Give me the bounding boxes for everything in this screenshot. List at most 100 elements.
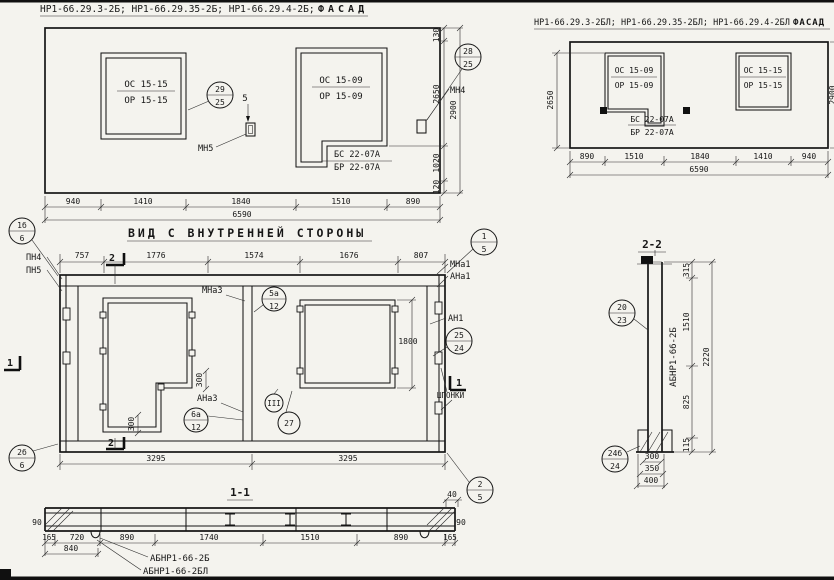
dim-label: 1800 [398,337,417,346]
dim-label: 3295 [146,454,165,463]
dim-label: 1410 [753,152,772,161]
inner-view-title: ВИД С ВНУТРЕННЕЙ СТОРОНЫ [128,225,366,240]
ana1-label: АНа1 [450,272,470,282]
balcony-marks: БС 22-07А БР 22-07А [628,115,676,137]
mna1-label: МНа1 [450,260,470,270]
section-2-2-right-dims: 315 1510 2220 825 115 [664,258,716,456]
dim-label: 940 [66,197,81,206]
callout-5a-12: 5а 12 [253,286,287,313]
facade-right-side-dims: 2650 2900 [546,41,834,152]
callout-number: 1 [482,232,487,241]
door-window-opening [102,297,193,433]
anchor-mn4: МН4 [416,86,465,134]
callout-24b-24: 24б 24 [601,445,641,473]
panel-outline [569,41,829,149]
dim-label: 1740 [199,533,218,542]
callout-2b-6: 2б 6 [8,443,59,472]
dim-label: 350 [645,464,660,473]
dim-label: 400 [644,476,659,485]
dim-label: 890 [120,533,135,542]
dim-label: 1840 [690,152,709,161]
dim-40: 40 [442,490,462,507]
dim-label: 807 [414,251,429,260]
dim-1800: 1800 [397,296,418,392]
panel-outline [59,274,446,453]
dim-total-label: 2900 [828,85,834,104]
dim-total-label: 2900 [449,100,458,119]
callout-25-24: 25 24 [432,327,473,357]
dim-total-label: 6590 [689,165,708,174]
panel-mark-vertical: АБНР1-66-2Б [669,327,679,387]
anchor-mark [683,107,690,114]
facade-left-bottom-dims: 940 1410 1840 1510 890 6590 [41,196,444,224]
callout-number: 12 [191,423,201,432]
callout-number: 25 [463,60,473,69]
callout-28-25: 28 25 [426,43,482,121]
callout-number: 24 [454,344,464,353]
balcony-mark: БР 22-07А [334,163,380,173]
dim-label: 3295 [338,454,357,463]
dim-label: 1510 [682,312,691,331]
pn5-label: ПН5 [26,266,41,276]
mna3-label: МНа3 [202,286,222,296]
dim-label: 120 [432,180,441,195]
center-mullion [242,286,253,441]
dim-label: 1840 [231,197,250,206]
balcony-mark: БС 22-07А [630,115,674,124]
callout-number: III [267,399,281,408]
facade-right-bottom-dims: 890 1510 1840 1410 940 6590 [566,151,832,179]
dim-label: 2220 [702,347,711,366]
callout-number: 23 [617,316,627,325]
section-mark-label: 1 [7,358,13,369]
dim-label: 300 [195,373,204,388]
callout-number: 5 [482,245,487,254]
an1-label: АН1 [448,314,463,324]
callout-roman-3: III [264,388,284,413]
callout-number: 20 [617,303,627,312]
panel-codes-left: НР1-66.29.3-2Б; НР1-66.29.35-2Б; НР1-66.… [40,4,315,15]
section-mark-1-left: 1 [4,356,22,372]
dim-label: 1410 [133,197,152,206]
window-opening-right: ОС 15-09 ОР 15-09 БС 22-07А БР 22-07А [295,47,392,173]
section-mark-2-bottom: 2 [106,437,126,451]
dim-label: 840 [64,544,79,553]
anchor-mark [600,107,607,114]
callout-number: 25 [454,331,464,340]
inner-view-drawing: ВИД С ВНУТРЕННЕЙ СТОРОНЫ [4,217,498,507]
dim-label: 165 [443,533,457,542]
dim-label: 1510 [331,197,350,206]
section-mark-label: 2 [109,253,115,264]
dim-label: 115 [682,438,691,453]
dim-label: 90 [32,518,42,527]
section-1-1-drawing: 1-1 165 720 890 1740 1510 890 165 840 90… [32,486,466,577]
window-mark: ОР 15-09 [615,81,654,90]
ana3-label: АНа3 [197,394,217,404]
callout-2-5: 2 5 [446,452,494,504]
callout-number: 29 [215,85,225,94]
dim-label: 1574 [244,251,263,260]
dim-label: 300 [127,417,136,432]
callout-number: 5 [478,493,483,502]
shponki-label: ШПОНКИ [437,391,464,400]
section-mark-2-top: 2 [106,253,126,284]
facade-title-left: ФАСАД [318,4,368,15]
dim-total-label: 6590 [232,210,251,219]
mn4-label: МН4 [450,86,465,96]
window-mark: ОС 15-15 [744,66,783,75]
callout-27: 27 [277,390,301,435]
inner-bottom-dims: 3295 3295 [56,454,449,470]
pos-5-label: 5 [242,94,247,104]
dim-300-b: 300 [127,411,142,437]
section-mark-1-right: 1 [448,376,466,392]
callout-number: 6 [20,461,25,470]
dim-label: 720 [70,533,85,542]
dim-label: 315 [682,263,691,278]
section-2-2-drawing: 2-2 АБНР1-66-2Б 315 1510 2220 825 115 [601,238,716,490]
section-strip [44,507,456,539]
section-title: 1-1 [230,486,250,499]
pn4-label: ПН4 [26,253,41,263]
dim-label: 2650 [546,90,555,109]
